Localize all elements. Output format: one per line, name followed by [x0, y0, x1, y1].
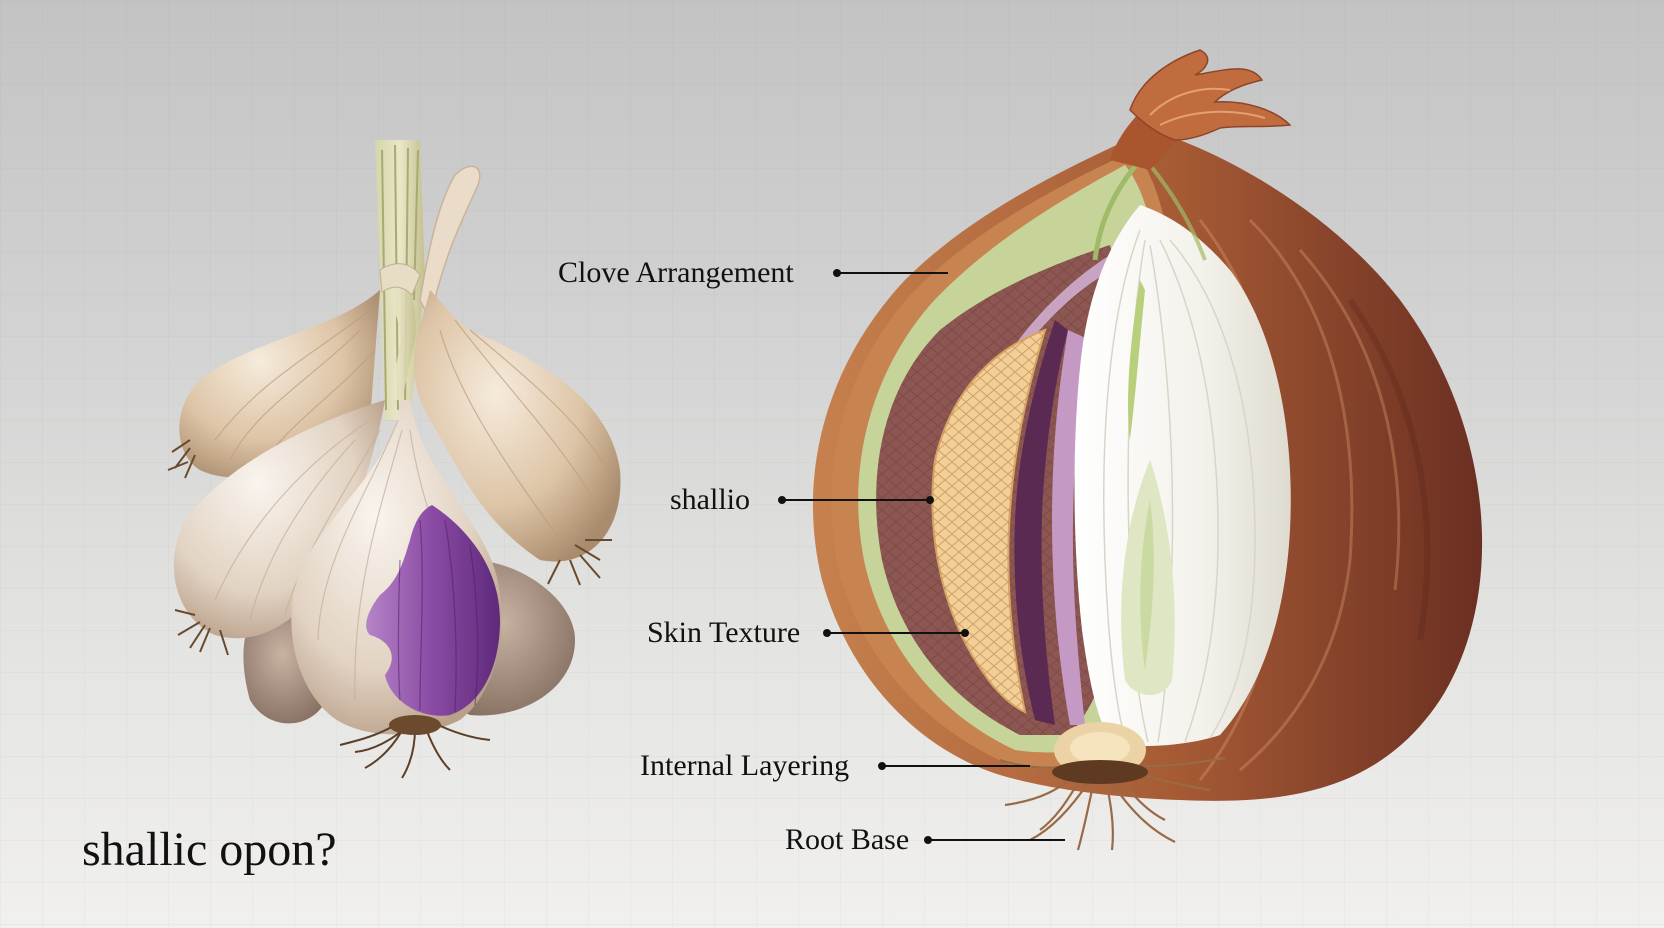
- leader-lines: [778, 269, 1065, 844]
- label-clove-arrangement: Clove Arrangement: [558, 256, 794, 289]
- shallot-root-tuft: [167, 439, 196, 479]
- label-skin-texture: Skin Texture: [647, 616, 801, 649]
- label-shallio: shallio: [670, 483, 750, 516]
- shallot-cluster: [167, 140, 621, 779]
- onion-inner-shoot: [1128, 280, 1145, 440]
- shallot-dry-leaf: [419, 165, 481, 323]
- caption: shallic opon?: [82, 823, 337, 876]
- label-internal-layering: Internal Layering: [640, 749, 850, 782]
- onion-dry-skins: [1129, 49, 1292, 141]
- shallot-front-roots: [339, 721, 491, 779]
- label-root-base: Root Base: [785, 823, 910, 856]
- shallot-bulb-top-right: [414, 290, 621, 562]
- onion-cross-section: [812, 49, 1483, 851]
- shallot-purple-flesh: [366, 505, 500, 716]
- shallot-bulb-left: [173, 400, 385, 639]
